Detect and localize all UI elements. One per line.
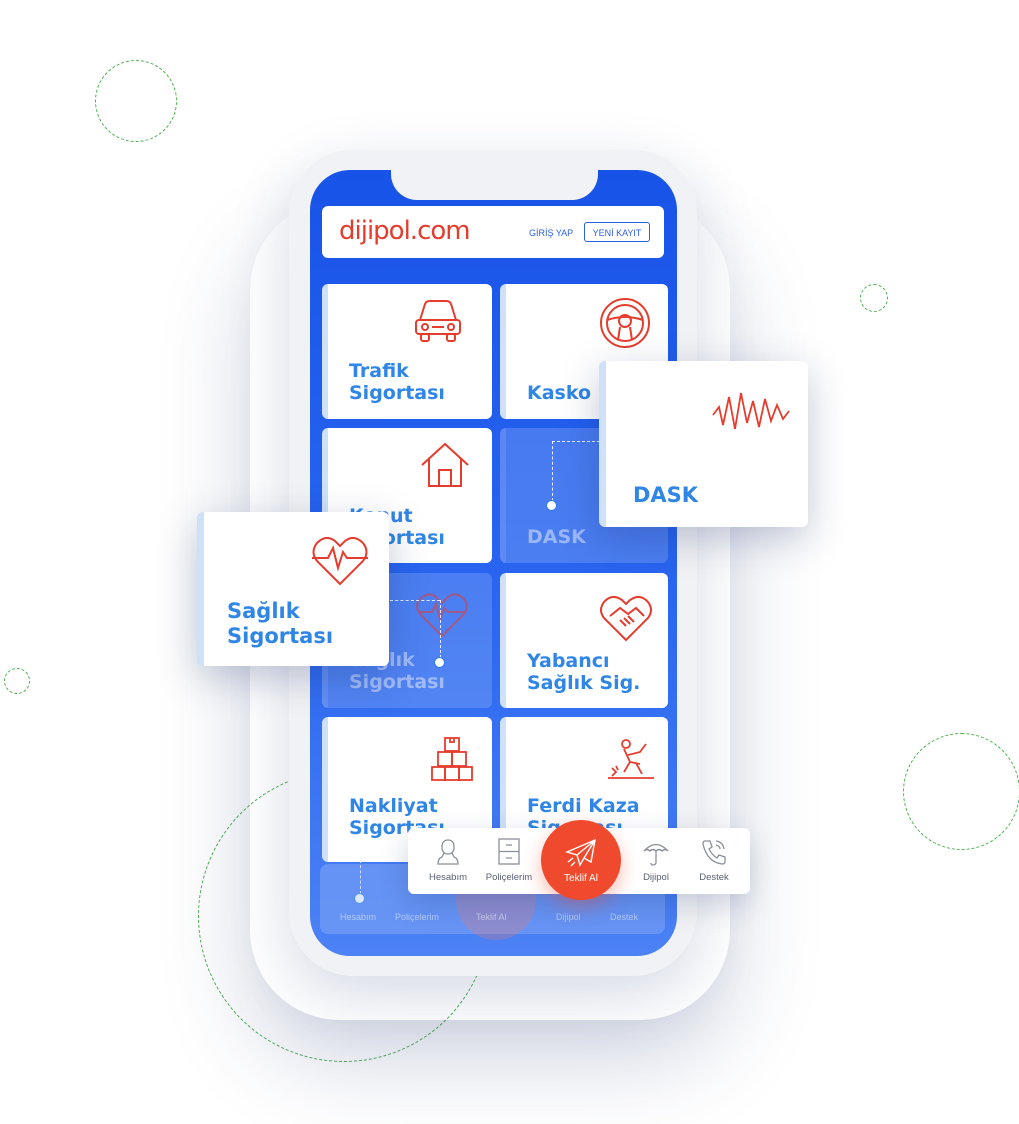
nav-dijipol-label: Dijipol <box>643 872 669 883</box>
nav-policelerim[interactable]: Poliçelerim <box>478 838 540 883</box>
tile-ferdi-line1: Ferdi Kaza <box>527 795 640 817</box>
fall-accident-icon <box>608 739 654 779</box>
decor-circle-right <box>903 733 1019 850</box>
tile-yabanci-saglik[interactable] <box>500 573 668 708</box>
brand-logo[interactable]: dijipol.com <box>339 216 471 246</box>
user-icon <box>437 839 459 865</box>
float-dask-label: DASK <box>633 483 699 507</box>
float-saglik-label: Sağlık Sigortası <box>227 599 333 649</box>
tile-dask-label: DASK <box>527 526 586 548</box>
ghost-nav-hesabim: Hesabım <box>340 912 377 922</box>
teklif-al-label: Teklif Al <box>564 873 598 884</box>
steering-wheel-icon <box>600 298 650 348</box>
house-icon <box>421 442 469 487</box>
nav-dijipol[interactable]: Dijipol <box>632 838 680 883</box>
phone-notch <box>391 168 598 200</box>
connector-dot-dask <box>546 500 557 511</box>
nav-hesabim-label: Hesabım <box>428 872 467 883</box>
ghost-nav-policelerim: Poliçelerim <box>395 912 440 922</box>
teklif-al-button[interactable]: Teklif Al <box>541 820 621 900</box>
nav-policelerim-label: Poliçelerim <box>485 872 533 883</box>
tile-trafik-sigortasi[interactable] <box>322 284 492 419</box>
login-link[interactable]: GİRİŞ YAP <box>529 228 574 238</box>
float-card-dask[interactable]: DASK <box>599 361 808 527</box>
connector-nav-v <box>360 860 361 894</box>
tile-trafik-line1: Trafik <box>349 360 409 382</box>
tile-kasko-label: Kasko <box>527 382 592 404</box>
tile-saglik-line2: Sigortası <box>349 671 445 693</box>
umbrella-icon <box>643 843 669 866</box>
heart-pulse-ghost-icon <box>416 593 468 638</box>
float-saglik-line2: Sigortası <box>227 624 334 648</box>
connector-dask-h <box>552 441 600 442</box>
heart-pulse-icon <box>312 537 368 586</box>
float-card-saglik[interactable]: Sağlık Sigortası <box>197 512 389 666</box>
tile-nakliyat-line1: Nakliyat <box>349 795 438 817</box>
tile-trafik-line2: Sigortası <box>349 382 445 404</box>
cabinet-icon <box>498 838 520 865</box>
float-saglik-line1: Sağlık <box>227 599 300 623</box>
paper-plane-icon <box>565 838 596 867</box>
boxes-icon <box>431 737 473 781</box>
connector-saglik-h <box>390 600 440 601</box>
car-icon <box>415 300 461 342</box>
decor-circle-small-left <box>4 668 30 694</box>
ghost-nav-dijipol: Dijipol <box>556 912 581 922</box>
register-button[interactable]: YENİ KAYIT <box>584 222 650 242</box>
decor-circle-top-left <box>95 60 177 142</box>
handshake-heart-icon <box>600 596 652 642</box>
decor-circle-small-right <box>860 284 888 312</box>
ghost-nav-destek: Destek <box>610 912 639 922</box>
connector-dot-saglik <box>434 657 445 668</box>
tile-yabanci-line2: Sağlık Sig. <box>527 672 641 694</box>
tile-trafik-label: Trafik Sigortası <box>349 360 445 404</box>
connector-saglik-v <box>440 600 441 658</box>
connector-dask-v <box>552 441 553 501</box>
nav-destek-label: Destek <box>699 872 729 883</box>
ghost-nav-teklif: Teklif Al <box>476 912 507 922</box>
nav-hesabim[interactable]: Hesabım <box>420 838 476 883</box>
connector-dot-nav <box>354 893 365 904</box>
nav-destek[interactable]: Destek <box>692 838 736 883</box>
tile-yabanci-line1: Yabancı <box>527 650 610 672</box>
phone-icon <box>702 840 726 865</box>
connector-nav-h <box>360 860 408 861</box>
seismograph-icon <box>712 392 790 430</box>
app-header <box>322 206 664 258</box>
tile-yabanci-label: Yabancı Sağlık Sig. <box>527 650 640 694</box>
